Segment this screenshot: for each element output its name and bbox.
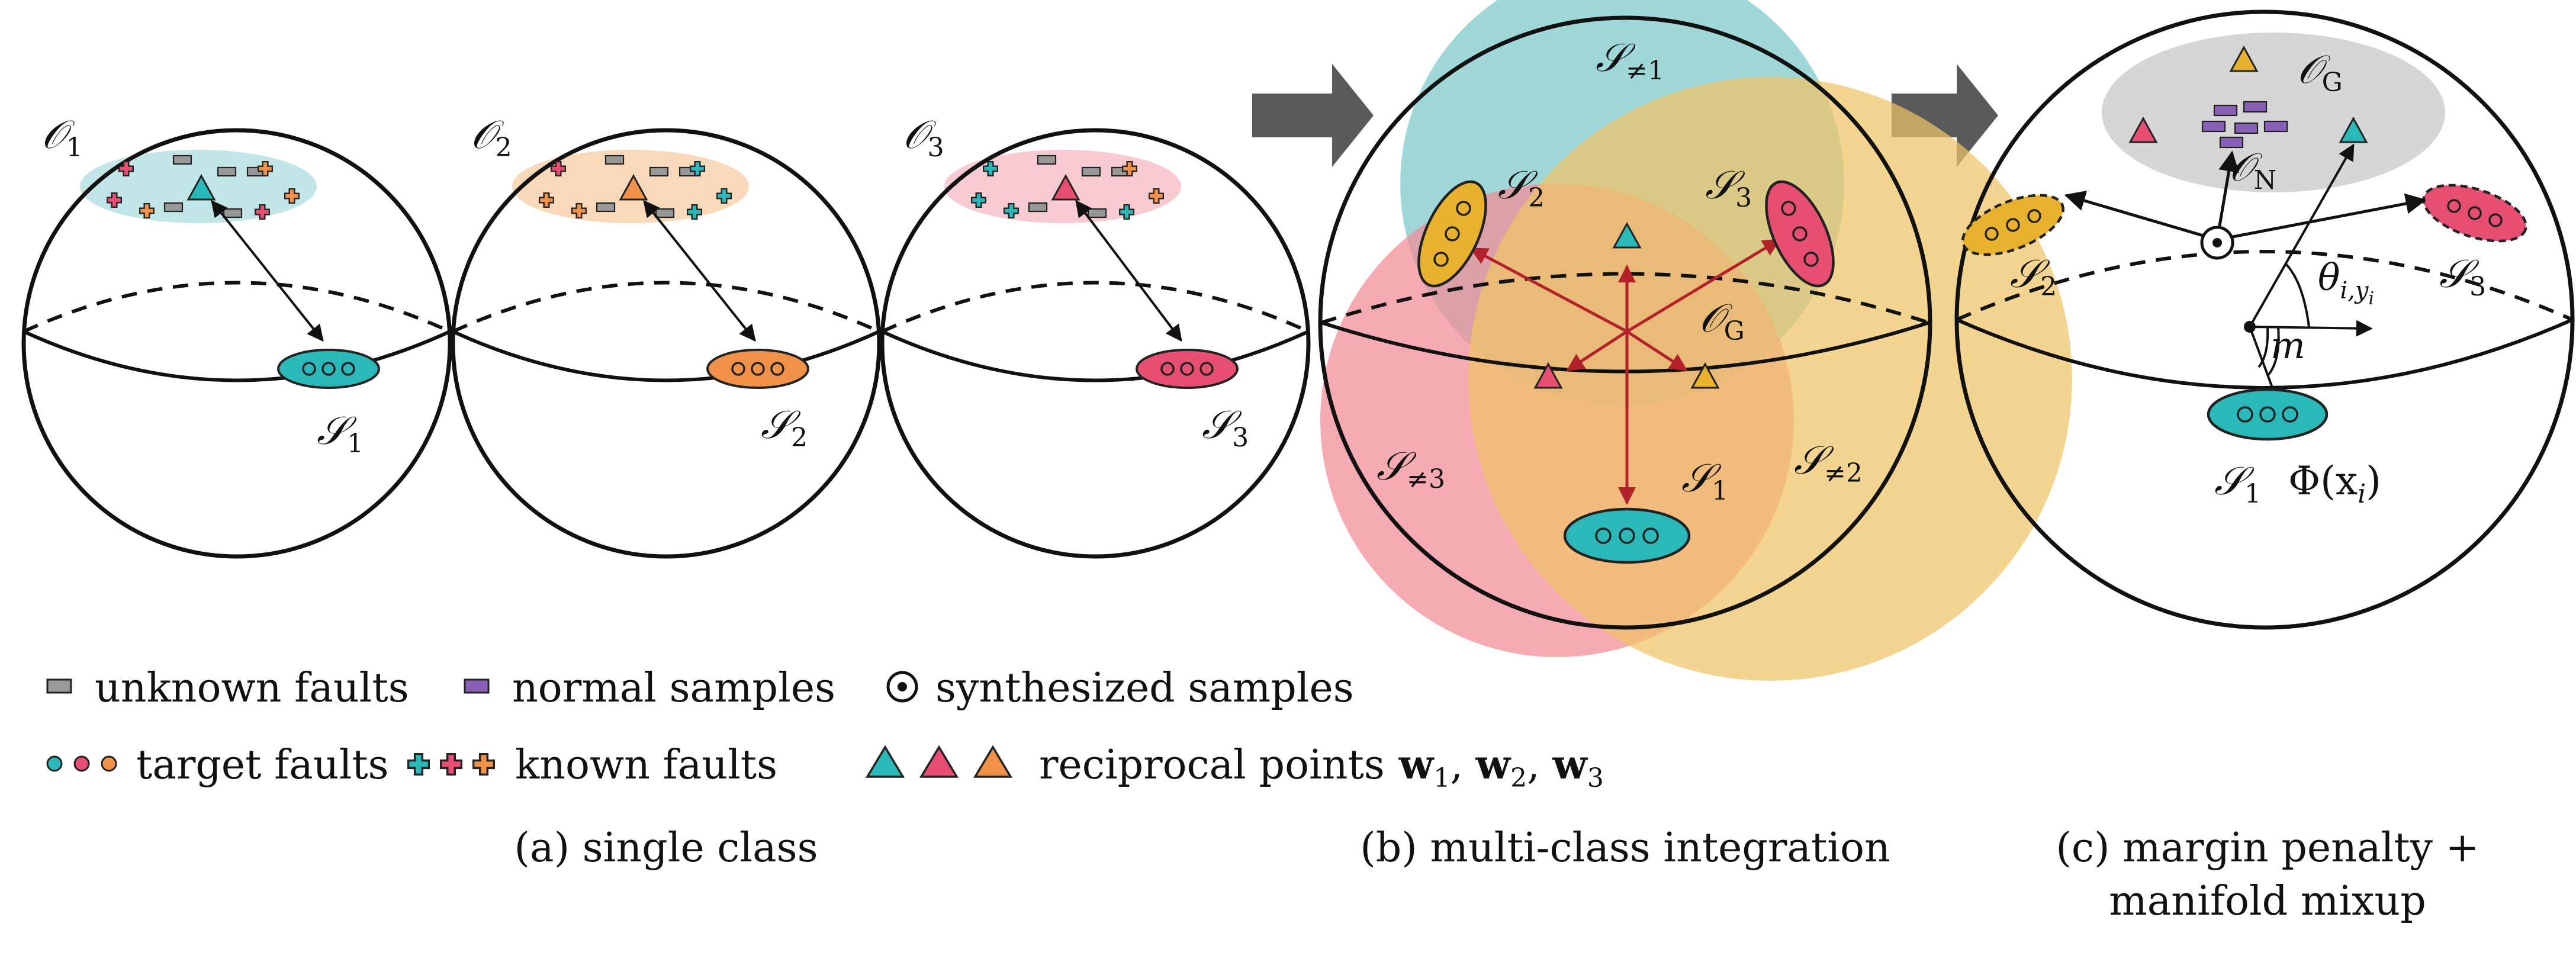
label-s3: 𝒮3 xyxy=(1202,402,1249,453)
label-phi: Φ(xi) xyxy=(2288,458,2381,509)
red-arrows xyxy=(1469,238,1781,505)
dashed-cluster-s3 xyxy=(2422,184,2527,243)
legend-known-label: known faults xyxy=(515,742,777,789)
target-cluster-s2 xyxy=(706,349,809,389)
label-s-not1: 𝒮≠1 xyxy=(1596,35,1664,86)
reciprocal-point-w2 xyxy=(619,173,648,201)
label-s1: 𝒮1 xyxy=(317,408,364,459)
arrow-o1-s1 xyxy=(211,200,324,342)
label-m: m xyxy=(2271,324,2305,367)
label-s2: 𝒮2 xyxy=(2010,251,2057,302)
target-cluster-s1 xyxy=(1563,507,1691,564)
label-o3: 𝒪3 xyxy=(903,112,944,163)
label-s1: 𝒮1 xyxy=(2214,458,2261,509)
arrow-o2-s2 xyxy=(643,200,756,342)
equator-back xyxy=(881,281,1310,333)
caption-c-line1: (c) margin penalty + xyxy=(2056,825,2479,871)
angle-construction xyxy=(2249,143,2373,391)
target-cluster-s3 xyxy=(1765,180,1835,288)
gray-region-og xyxy=(2102,33,2445,192)
sphere-outline xyxy=(1318,15,1932,630)
sphere-2: 𝒪2 𝒮2 xyxy=(451,112,882,559)
legend-normal-icon xyxy=(464,678,490,694)
caption-b: (b) multi-class integration xyxy=(1360,825,1890,871)
equator-back xyxy=(1321,272,1929,324)
label-o2: 𝒪2 xyxy=(471,112,512,163)
label-o1: 𝒪1 xyxy=(41,112,83,163)
panel-c: 𝒪G 𝒪N 𝒮2 𝒮3 θi,yi m 𝒮1 Φ(xi) (c) margin … xyxy=(1954,9,2575,925)
equator-front xyxy=(22,330,451,382)
synthesized-sample xyxy=(2200,226,2234,260)
reciprocal-point-w3 xyxy=(2128,116,2158,143)
equator-front xyxy=(452,330,880,382)
legend-target-label: target faults xyxy=(136,742,389,789)
legend-synthesized-label: synthesized samples xyxy=(935,665,1354,712)
equator-back xyxy=(1956,250,2574,321)
reciprocal-point-w2 xyxy=(2229,45,2259,72)
normal-samples-group xyxy=(2201,101,2288,149)
equator-back xyxy=(22,281,451,333)
target-cluster-s2 xyxy=(1417,180,1487,288)
reciprocal-point-w3 xyxy=(1051,173,1080,201)
caption-a: (a) single class xyxy=(514,825,818,871)
target-cluster-s1 xyxy=(2207,388,2329,441)
dashed-cluster-s2 xyxy=(1961,194,2065,256)
legend-known-icon xyxy=(407,753,495,776)
sphere-3: 𝒪3 𝒮3 xyxy=(880,112,1311,559)
panel-b: 𝒮≠1 𝒮2 𝒮3 𝒪G 𝒮≠3 𝒮1 𝒮≠2 (b) multi-class … xyxy=(1318,0,2072,871)
origin-point xyxy=(2244,321,2256,333)
sphere-outline xyxy=(451,128,882,559)
reciprocal-point-w1 xyxy=(1612,221,1642,249)
equator-front xyxy=(1321,321,1929,374)
caption-c-line2: manifold mixup xyxy=(2109,878,2426,925)
arrow-o3-s3 xyxy=(1075,200,1182,342)
legend-unknown-label: unknown faults xyxy=(95,665,409,712)
label-s2: 𝒮2 xyxy=(761,402,808,453)
legend-target-icon xyxy=(46,755,117,772)
sphere-outline xyxy=(880,128,1311,559)
reciprocal-point-w2 xyxy=(1690,362,1720,389)
target-cluster-s3 xyxy=(1136,349,1239,389)
equator-back xyxy=(452,281,880,333)
sphere-1: 𝒪1 𝒮1 xyxy=(21,112,452,559)
label-s3: 𝒮3 xyxy=(2439,251,2486,302)
equator-front xyxy=(1956,318,2574,390)
reciprocal-point-w1 xyxy=(186,173,216,201)
legend: unknown faults normal samples synthesize… xyxy=(46,665,1604,793)
target-cluster-s1 xyxy=(277,349,380,389)
legend-reciprocal-icon xyxy=(865,745,1013,778)
equator-front xyxy=(881,330,1310,382)
legend-synthesized-icon xyxy=(886,671,918,703)
reciprocal-point-w1 xyxy=(2339,116,2368,143)
legend-normal-label: normal samples xyxy=(512,665,835,712)
panel-a: 𝒪1 𝒮1 xyxy=(21,112,1311,871)
mixup-arrows xyxy=(2064,150,2427,242)
reciprocal-point-w3 xyxy=(1533,362,1563,389)
legend-unknown-icon xyxy=(46,678,72,694)
label-theta: θi,yi xyxy=(2318,256,2374,309)
transition-arrow-1 xyxy=(1252,64,1374,167)
transition-arrow-2 xyxy=(1892,64,1998,167)
sphere-outline xyxy=(21,128,452,559)
